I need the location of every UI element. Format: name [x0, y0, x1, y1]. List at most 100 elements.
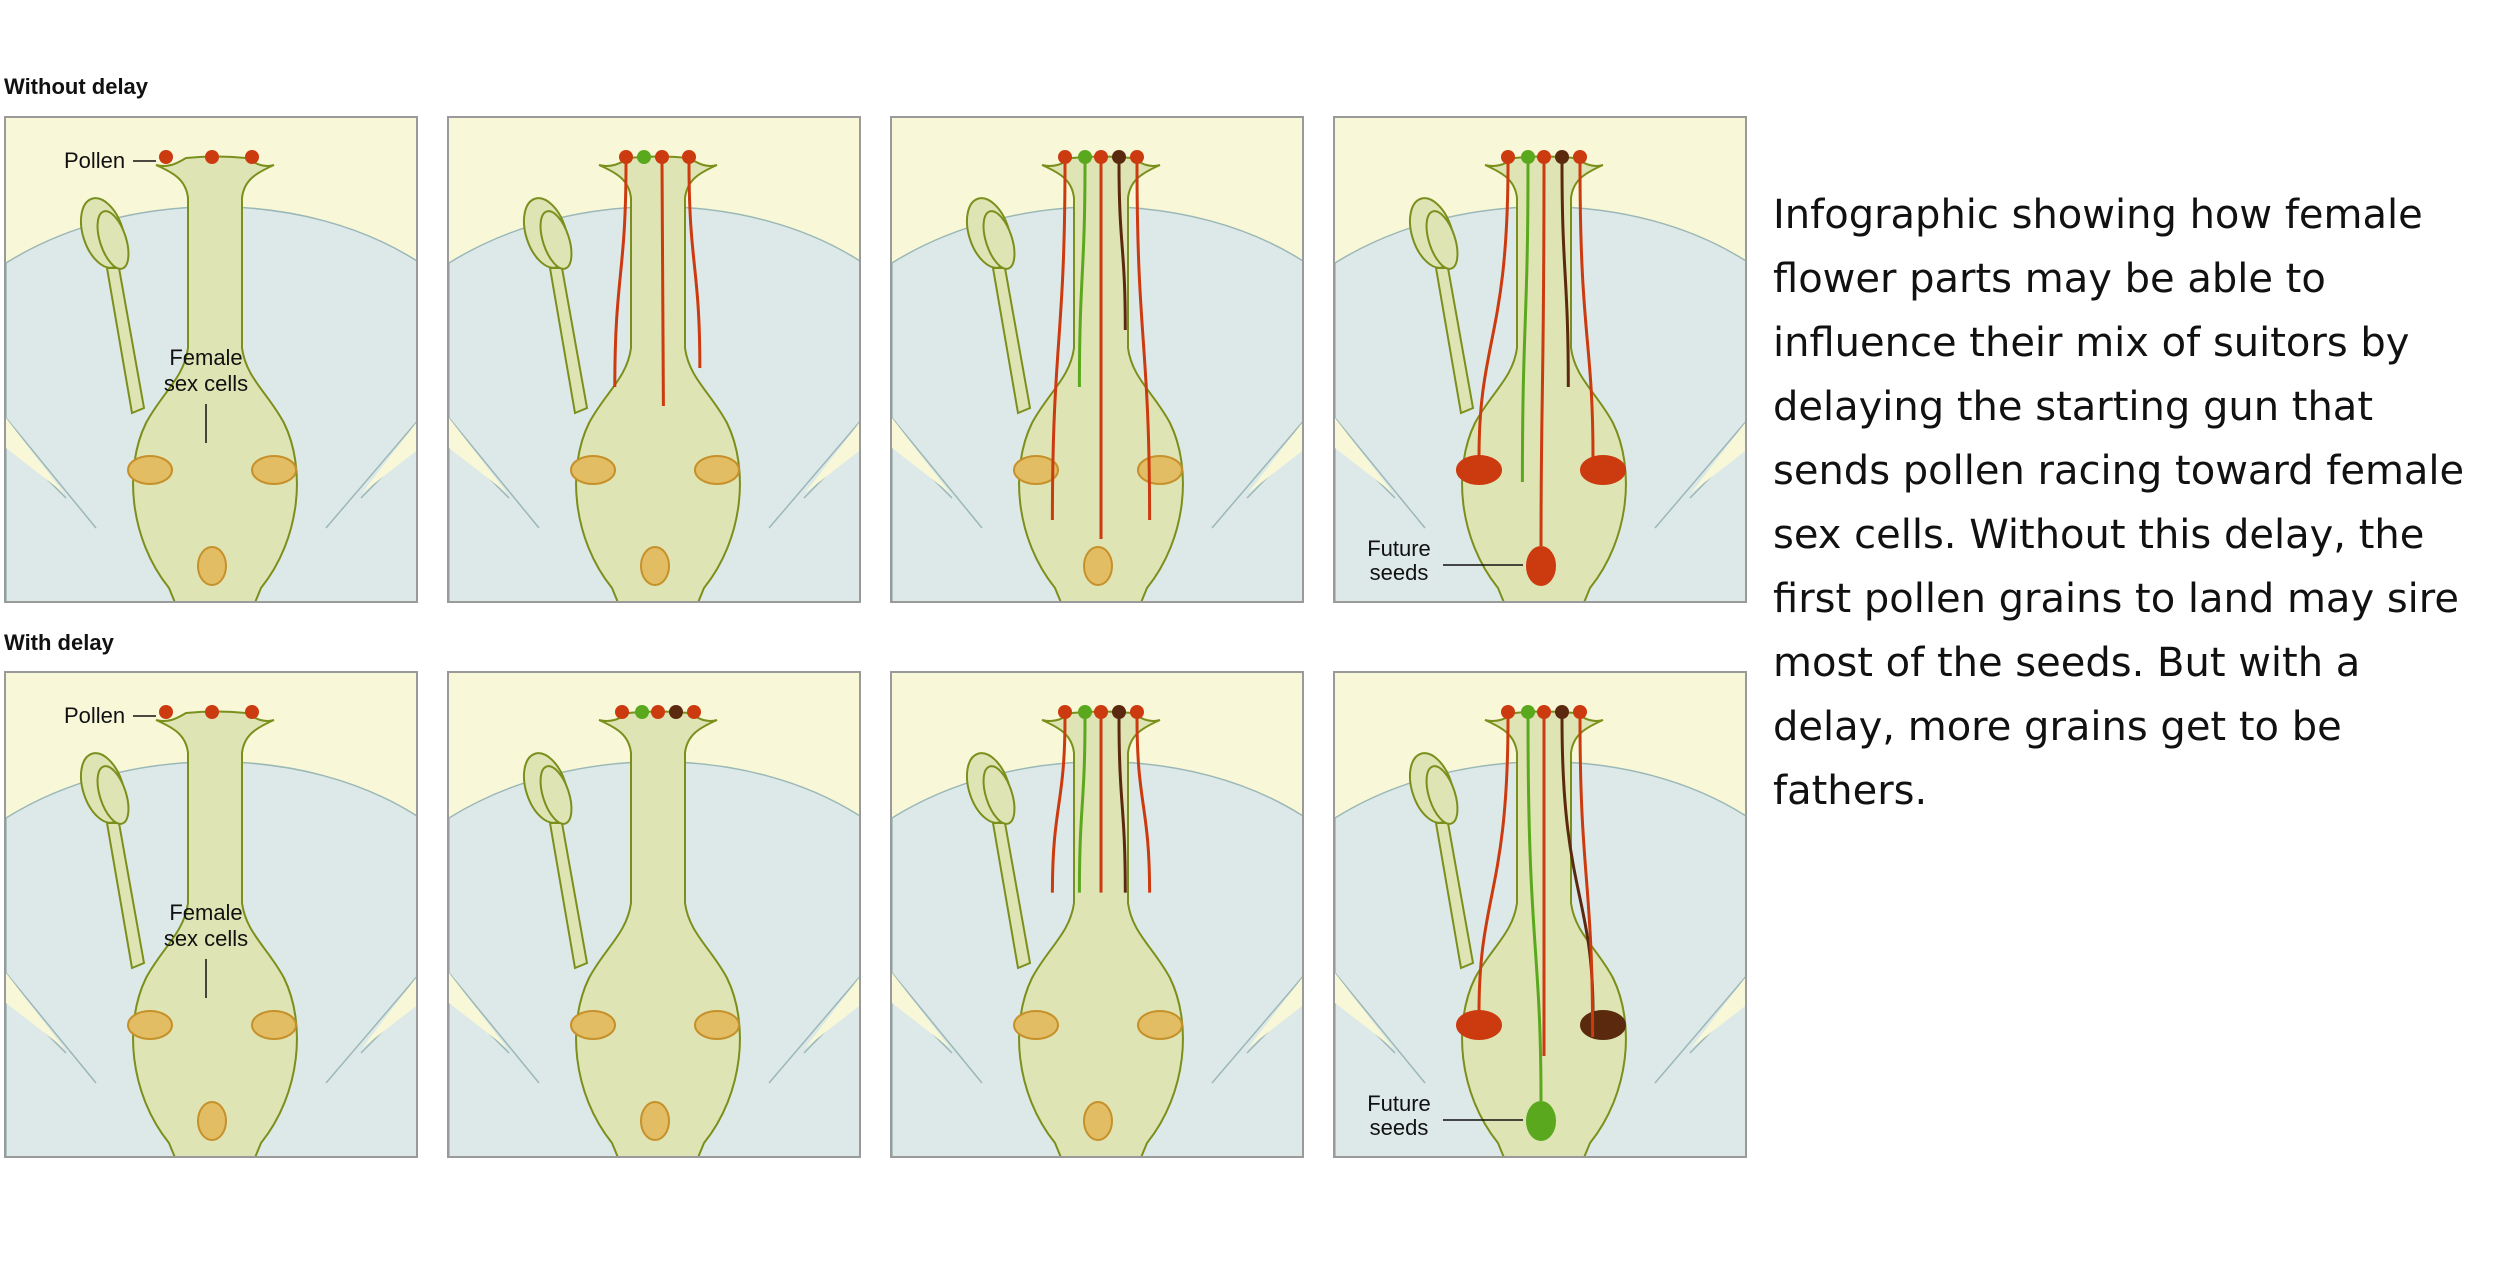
pollen-grain	[1112, 150, 1126, 164]
pollen-grain	[637, 150, 651, 164]
future-seed	[1526, 546, 1556, 586]
pollen-tube	[1135, 717, 1152, 893]
pollen-tube	[1077, 162, 1087, 388]
pollen-grain	[245, 150, 259, 164]
ovule	[1083, 1101, 1113, 1141]
pollen-grain	[655, 150, 669, 164]
pollen-tube	[1526, 717, 1543, 1102]
future-seed	[1456, 1010, 1502, 1040]
pollen-grain	[159, 705, 173, 719]
pollen-grain	[1058, 705, 1072, 719]
ovule	[251, 455, 297, 485]
flower-panel	[890, 116, 1304, 603]
future-seeds-label: Future	[1367, 536, 1431, 561]
pollen-grain	[1573, 150, 1587, 164]
future-seed	[1580, 455, 1626, 485]
petal-gap	[1691, 423, 1745, 493]
pollen-grain	[1501, 705, 1515, 719]
pollen-grain	[1555, 150, 1569, 164]
pollen-tube	[1135, 162, 1152, 521]
pollen-tube	[1117, 162, 1127, 331]
anther	[1425, 210, 1459, 270]
pollen-tube	[1117, 717, 1127, 893]
ovule	[1013, 455, 1059, 485]
pollen-grain	[1078, 150, 1092, 164]
ovule	[694, 1010, 740, 1040]
ovule	[1137, 1010, 1183, 1040]
pollen-tube	[1520, 162, 1530, 483]
flower-svg	[892, 118, 1302, 601]
petal-gap	[892, 973, 950, 1048]
female-sex-cells-label: sex cells	[164, 371, 248, 396]
ovule	[127, 1010, 173, 1040]
caption-text: Infographic showing how female flower pa…	[1773, 192, 2465, 814]
petal-gap	[362, 423, 416, 493]
pollen-grain	[1521, 705, 1535, 719]
anther	[539, 210, 573, 270]
female-sex-cells-label: Female	[169, 345, 242, 370]
pollen-tube	[1578, 717, 1595, 1038]
pollen-grain	[1094, 150, 1108, 164]
petal-gap	[805, 423, 859, 493]
pollen-grain	[1521, 150, 1535, 164]
future-seeds-label: Future	[1367, 1091, 1431, 1116]
future-seeds-label: seeds	[1370, 1115, 1429, 1140]
pollen-tube	[660, 162, 665, 407]
pollen-grain	[1537, 150, 1551, 164]
pollen-grain	[1501, 150, 1515, 164]
pollen-grain	[687, 705, 701, 719]
female-sex-cells-label: Female	[169, 900, 242, 925]
anther	[96, 765, 130, 825]
pistil	[575, 710, 741, 1156]
pollen-tube	[1578, 162, 1595, 459]
row-title-without-delay: Without delay	[4, 74, 149, 99]
future-seed	[1456, 455, 1502, 485]
petal-gap	[1335, 973, 1393, 1048]
pollen-grain	[1555, 705, 1569, 719]
pollen-tube	[687, 162, 702, 369]
pollen-tube	[1050, 717, 1067, 893]
pollen-grain	[1130, 705, 1144, 719]
female-sex-cells-label: sex cells	[164, 926, 248, 951]
future-seed	[1580, 1010, 1626, 1040]
pollen-grain	[205, 705, 219, 719]
pollen-label: Pollen	[64, 148, 125, 173]
pollen-grain	[159, 150, 173, 164]
pollen-grain	[205, 150, 219, 164]
ovule	[640, 546, 670, 586]
ovule	[640, 1101, 670, 1141]
pollen-tube	[1077, 717, 1087, 893]
pollen-tube	[1050, 162, 1067, 521]
ovule	[251, 1010, 297, 1040]
pollen-label: Pollen	[64, 703, 125, 728]
ovule	[197, 546, 227, 586]
anther	[982, 765, 1016, 825]
anther	[1425, 765, 1459, 825]
flower-svg	[449, 673, 859, 1156]
petal-gap	[1335, 418, 1393, 493]
pollen-grain	[1573, 705, 1587, 719]
pistil	[132, 710, 298, 1156]
ovule	[570, 455, 616, 485]
future-seed	[1526, 1101, 1556, 1141]
pollen-tube	[1477, 717, 1510, 1014]
pollen-grain	[1537, 705, 1551, 719]
pistil	[1018, 710, 1184, 1156]
pollen-grain	[635, 705, 649, 719]
ovule	[1083, 546, 1113, 586]
flower-panel	[447, 671, 861, 1158]
petal-gap	[6, 418, 64, 493]
pollen-grain	[1112, 705, 1126, 719]
anther	[539, 765, 573, 825]
ovule	[570, 1010, 616, 1040]
petal-gap	[892, 418, 950, 493]
row-title-with-delay: With delay	[4, 630, 114, 655]
anther	[982, 210, 1016, 270]
